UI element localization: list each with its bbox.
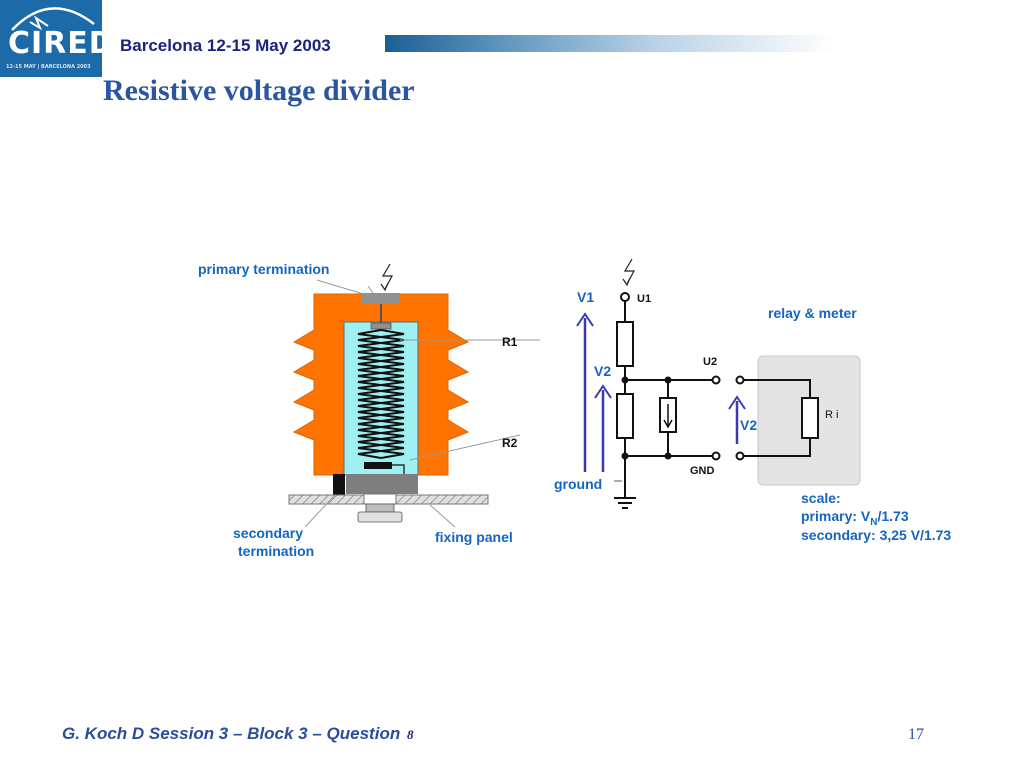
v1-label: V1: [577, 289, 594, 305]
logo-arc-icon: [11, 7, 95, 31]
base-terminal: [346, 474, 418, 494]
r1-resistor: [616, 321, 634, 367]
scale-primary: primary: VN/1.73: [801, 508, 909, 528]
r2-label: R2: [502, 436, 518, 450]
ri-resistor: [801, 397, 819, 439]
scale-primary-prefix: primary: V: [801, 508, 871, 524]
mounting-nut: [357, 511, 403, 523]
u2-label: U2: [703, 356, 717, 368]
inner-chamber: [343, 321, 419, 476]
scale-primary-suffix: /1.73: [877, 508, 908, 524]
event-header: Barcelona 12-15 May 2003: [120, 36, 331, 55]
footer-question-number: 8: [406, 727, 414, 742]
scale-label: scale:: [801, 490, 841, 506]
gnd-terminal: [711, 451, 721, 461]
u1-label: U1: [637, 293, 651, 305]
resistor-zigzag-left: [357, 329, 405, 459]
scale-primary-subscript: N: [870, 517, 877, 528]
header-gradient-bar: [385, 35, 835, 52]
r2-resistor: [616, 393, 634, 439]
scale-secondary: secondary: 3,25 V/1.73: [801, 527, 951, 543]
gnd-label: GND: [690, 465, 715, 477]
v2-right-label: V2: [740, 417, 757, 433]
secondary-termination-label-2: termination: [238, 543, 314, 559]
divider-cross-section: [288, 263, 540, 528]
lightning-icon: [381, 263, 394, 290]
v2-left-label: V2: [594, 363, 611, 379]
cired-logo: CIRED 12-15 MAY | BARCELONA 2003: [0, 0, 102, 77]
u2-terminal: [711, 375, 721, 385]
secondary-termination-label-1: secondary: [233, 525, 303, 541]
ri-label: R i: [825, 409, 838, 421]
u1-terminal: [620, 292, 630, 302]
top-terminal: [362, 293, 400, 304]
logo-subtext: 12-15 MAY | BARCELONA 2003: [6, 64, 91, 70]
primary-termination-label: primary termination: [198, 261, 329, 277]
circuit-schematic: [576, 258, 861, 509]
page-title: Resistive voltage divider: [103, 74, 415, 107]
page-number: 17: [908, 726, 924, 743]
footer-author: G. Koch D Session 3 – Block 3 – Question…: [62, 724, 413, 744]
logo-text: CIRED: [8, 26, 102, 61]
resistor-zigzag-right: [357, 329, 405, 459]
r1-label: R1: [502, 335, 518, 349]
fixing-panel-label: fixing panel: [435, 529, 513, 545]
secondary-connector: [333, 474, 345, 495]
relay-meter-label: relay & meter: [768, 305, 857, 321]
lightning-icon: [623, 258, 636, 285]
ground-label: ground: [554, 476, 602, 492]
footer-author-text: G. Koch D Session 3 – Block 3 – Question: [62, 724, 401, 743]
